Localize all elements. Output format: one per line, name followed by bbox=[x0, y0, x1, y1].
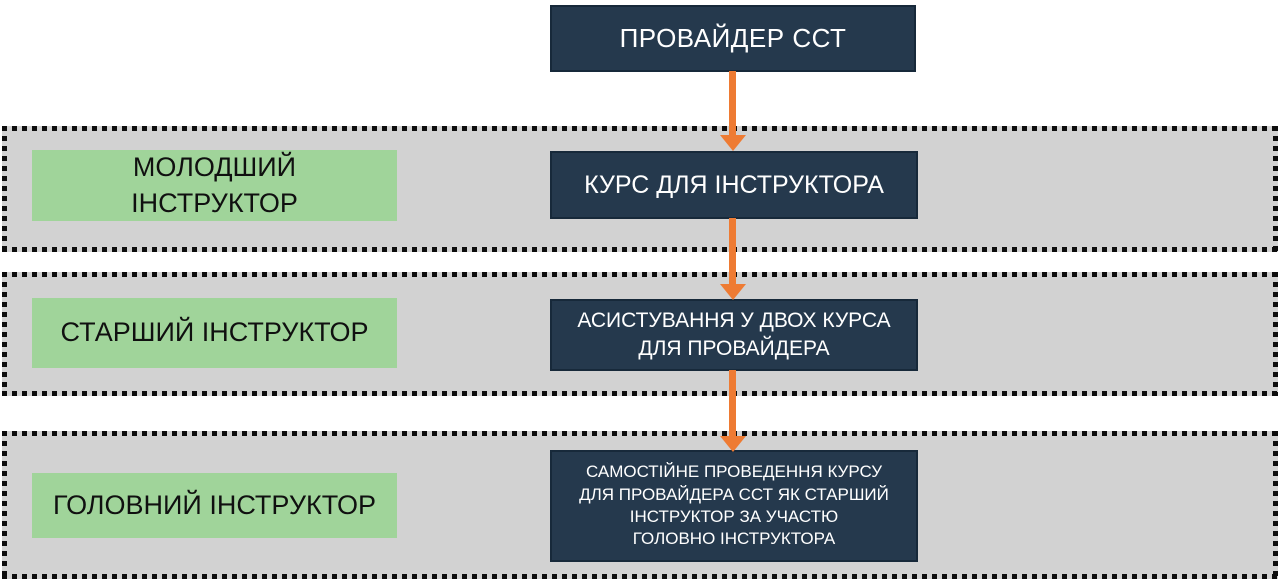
arrow-head-icon bbox=[720, 284, 746, 300]
band-senior-instructor: СТАРШИЙ ІНСТРУКТОР АСИСТУВАННЯ У ДВОХ КУ… bbox=[2, 272, 1278, 396]
role-box-senior-instructor: СТАРШИЙ ІНСТРУКТОР bbox=[32, 298, 397, 368]
arrow-shaft bbox=[729, 370, 736, 438]
arrow-down-assisting-to-independent bbox=[720, 370, 746, 452]
requirement-box-senior: АСИСТУВАННЯ У ДВОХ КУРСА ДЛЯ ПРОВАЙДЕРА bbox=[550, 299, 918, 371]
band-chief-instructor: ГОЛОВНИЙ ІНСТРУКТОР САМОСТІЙНЕ ПРОВЕДЕНН… bbox=[2, 431, 1278, 579]
requirement-box-junior: КУРС ДЛЯ ІНСТРУКТОРА bbox=[550, 151, 918, 219]
role-label: МОЛОДШИЙ ІНСТРУКТОР bbox=[131, 152, 298, 218]
arrow-down-course-to-assisting bbox=[720, 218, 746, 300]
role-label: ГОЛОВНИЙ ІНСТРУКТОР bbox=[52, 489, 377, 520]
requirement-label: САМОСТІЙНЕ ПРОВЕДЕННЯ КУРСУ ДЛЯ ПРОВАЙДЕ… bbox=[579, 462, 889, 549]
requirement-label: АСИСТУВАННЯ У ДВОХ КУРСА ДЛЯ ПРОВАЙДЕРА bbox=[577, 308, 891, 360]
arrow-shaft bbox=[729, 218, 736, 286]
role-label: СТАРШИЙ ІНСТРУКТОР bbox=[60, 317, 369, 348]
arrow-shaft bbox=[729, 71, 736, 137]
arrow-head-icon bbox=[720, 436, 746, 452]
band-junior-instructor: МОЛОДШИЙ ІНСТРУКТОР КУРС ДЛЯ ІНСТРУКТОРА bbox=[2, 126, 1278, 252]
arrow-down-provider-to-course bbox=[720, 71, 746, 151]
role-box-chief-instructor: ГОЛОВНИЙ ІНСТРУКТОР bbox=[32, 473, 397, 538]
requirement-box-chief: САМОСТІЙНЕ ПРОВЕДЕННЯ КУРСУ ДЛЯ ПРОВАЙДЕ… bbox=[550, 450, 918, 562]
provider-label: ПРОВАЙДЕР ССТ bbox=[619, 23, 847, 53]
role-box-junior-instructor: МОЛОДШИЙ ІНСТРУКТОР bbox=[32, 150, 397, 221]
requirement-label: КУРС ДЛЯ ІНСТРУКТОРА bbox=[584, 170, 884, 199]
provider-box: ПРОВАЙДЕР ССТ bbox=[550, 5, 916, 72]
arrow-head-icon bbox=[720, 135, 746, 151]
